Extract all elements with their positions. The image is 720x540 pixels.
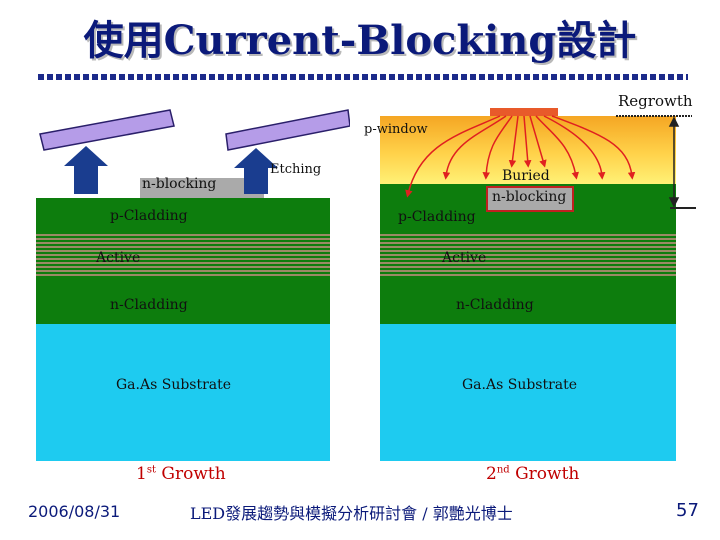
left-etching-graphics: [39, 109, 350, 194]
right-up-arrow-icon: [234, 148, 278, 194]
flow-line-5: [523, 115, 532, 168]
first-growth-label: 1st Growth: [136, 464, 226, 484]
right-substrate-label: Ga.As Substrate: [462, 377, 578, 393]
buried-label-line2: n-blocking: [492, 189, 567, 205]
second-growth-label: 2nd Growth: [486, 464, 579, 484]
right-substrate-layer: [380, 324, 676, 461]
left-structure: [36, 178, 330, 461]
right-active-layer: [380, 234, 676, 278]
left-substrate-label: Ga.As Substrate: [116, 377, 232, 393]
flow-line-7: [535, 115, 579, 180]
flow-line-9: [551, 115, 636, 180]
p-window-layer: [380, 116, 676, 184]
first-growth-ordinal: 1: [136, 464, 147, 484]
flow-line-2: [442, 115, 507, 180]
first-growth-word: Growth: [161, 464, 226, 484]
second-growth-sup: nd: [496, 464, 510, 476]
left-substrate-layer: [36, 324, 330, 461]
left-n-cladding-label: n-Cladding: [110, 297, 188, 313]
right-structure: [380, 116, 676, 461]
buried-n-blocking-box: [486, 186, 574, 212]
footer-date: 2006/08/31: [28, 502, 121, 521]
current-flow-arrows: [405, 108, 636, 198]
right-p-cladding-label: p-Cladding: [398, 209, 476, 225]
regrowth-label: Regrowth: [618, 92, 693, 110]
flow-line-1: [405, 115, 501, 198]
right-n-cladding-layer: [380, 278, 676, 324]
flow-line-6: [529, 115, 547, 168]
left-n-blocking-layer: [140, 178, 264, 198]
footer-center: LED發展趨勢與模擬分析研討會 / 郭艷光博士: [190, 504, 513, 523]
left-p-cladding-label: p-Cladding: [110, 208, 188, 224]
left-wafer: [39, 109, 175, 151]
right-wafer: [225, 109, 350, 151]
flow-line-4: [508, 115, 519, 168]
left-active-layer: [36, 234, 330, 278]
first-growth-sup: st: [146, 464, 156, 476]
buried-label-line1: Buried: [502, 168, 550, 184]
left-n-cladding-layer: [36, 278, 330, 324]
top-contact: [490, 108, 558, 116]
left-p-cladding-layer: [36, 198, 330, 234]
title-underline: [38, 74, 688, 80]
second-growth-word: Growth: [515, 464, 580, 484]
left-active-label: Active: [96, 250, 141, 266]
page-number: 57: [676, 500, 699, 521]
regrowth-double-arrow-icon: [668, 116, 680, 208]
left-up-arrow-icon: [64, 146, 108, 194]
left-n-blocking-label: n-blocking: [142, 176, 217, 192]
p-window-label: p-window: [364, 122, 428, 137]
page-title: 使用Current-Blocking設計: [83, 17, 637, 64]
flow-line-8: [543, 115, 606, 180]
second-growth-ordinal: 2: [486, 464, 497, 484]
right-n-cladding-label: n-Cladding: [456, 297, 534, 313]
etching-label: Etching: [270, 162, 322, 177]
flow-line-3: [482, 115, 513, 180]
right-active-label: Active: [442, 250, 487, 266]
regrowth-indicator: [616, 115, 696, 209]
